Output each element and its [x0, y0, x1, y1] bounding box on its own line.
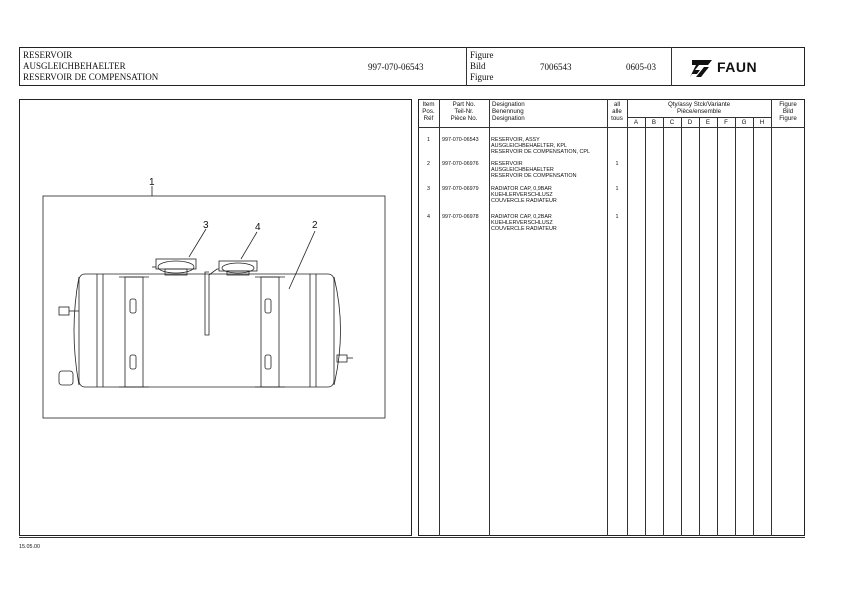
row-1-item: 1	[427, 137, 430, 143]
variant-header-rule	[627, 117, 771, 118]
parts-table	[418, 99, 805, 536]
col-divider-h	[771, 99, 772, 536]
row-2-qty: 1	[615, 161, 619, 167]
row-3-item: 3	[427, 186, 430, 192]
drawing-frame	[19, 99, 412, 536]
header-frame	[19, 47, 805, 86]
footer-rule	[19, 537, 805, 538]
col-divider-part	[489, 99, 490, 536]
col-divider-e	[717, 117, 718, 536]
title-line-en: RESERVOIR	[23, 50, 73, 60]
variant-f: F	[724, 119, 728, 126]
col-divider-item	[439, 99, 440, 536]
row-4-part: 997-070-06978	[442, 214, 479, 220]
footer-date: 15.05.00	[19, 544, 40, 550]
callout-1: 1	[149, 177, 155, 188]
row-3-part: 997-070-06979	[442, 186, 479, 192]
brand-name: FAUN	[717, 59, 758, 75]
reservoir-drawing: 1 2 3 4	[42, 177, 386, 419]
title-line-de: AUSGLEICHBEHAELTER	[23, 61, 126, 71]
title-line-fr: RESERVOIR DE COMPENSATION	[23, 72, 159, 82]
row-4-qty: 1	[615, 214, 619, 220]
variant-b: B	[651, 119, 657, 126]
faun-logo-icon	[690, 60, 712, 77]
row-2-part: 997-070-06976	[442, 161, 479, 167]
page-code: 0605-03	[626, 62, 656, 72]
header-part-number: 997-070-06543	[368, 62, 424, 72]
row-2-item: 2	[427, 161, 430, 167]
variant-e: E	[705, 119, 711, 126]
col-divider-designation	[607, 99, 608, 536]
hdr-part: Part No.Teil-Nr.Pièce No.	[450, 101, 478, 122]
col-divider-f	[735, 117, 736, 536]
variant-a: A	[633, 119, 639, 126]
callout-3: 3	[203, 220, 209, 231]
table-header-rule	[418, 127, 805, 128]
figure-label-de: Bild	[470, 61, 486, 71]
col-divider-g	[753, 117, 754, 536]
row-4-item: 4	[427, 214, 430, 220]
variant-h: H	[759, 119, 765, 126]
callout-4: 4	[255, 222, 261, 233]
col-divider-c	[681, 117, 682, 536]
variant-d: D	[687, 119, 693, 126]
col-divider-b	[663, 117, 664, 536]
header-divider-2	[671, 47, 672, 86]
callout-2: 2	[312, 220, 318, 231]
variant-c: C	[669, 119, 675, 126]
figure-label-fr: Figure	[470, 72, 494, 82]
header-divider-1	[466, 47, 467, 86]
variant-g: G	[741, 119, 747, 126]
figure-number: 7006543	[540, 62, 572, 72]
col-divider-a	[645, 117, 646, 536]
col-divider-all	[627, 99, 628, 536]
figure-label-en: Figure	[470, 50, 494, 60]
faun-logo: FAUN	[690, 57, 800, 79]
col-divider-d	[699, 117, 700, 536]
assembly-frame	[42, 195, 386, 419]
row-1-part: 997-070-06543	[442, 137, 479, 143]
row-3-qty: 1	[615, 186, 619, 192]
